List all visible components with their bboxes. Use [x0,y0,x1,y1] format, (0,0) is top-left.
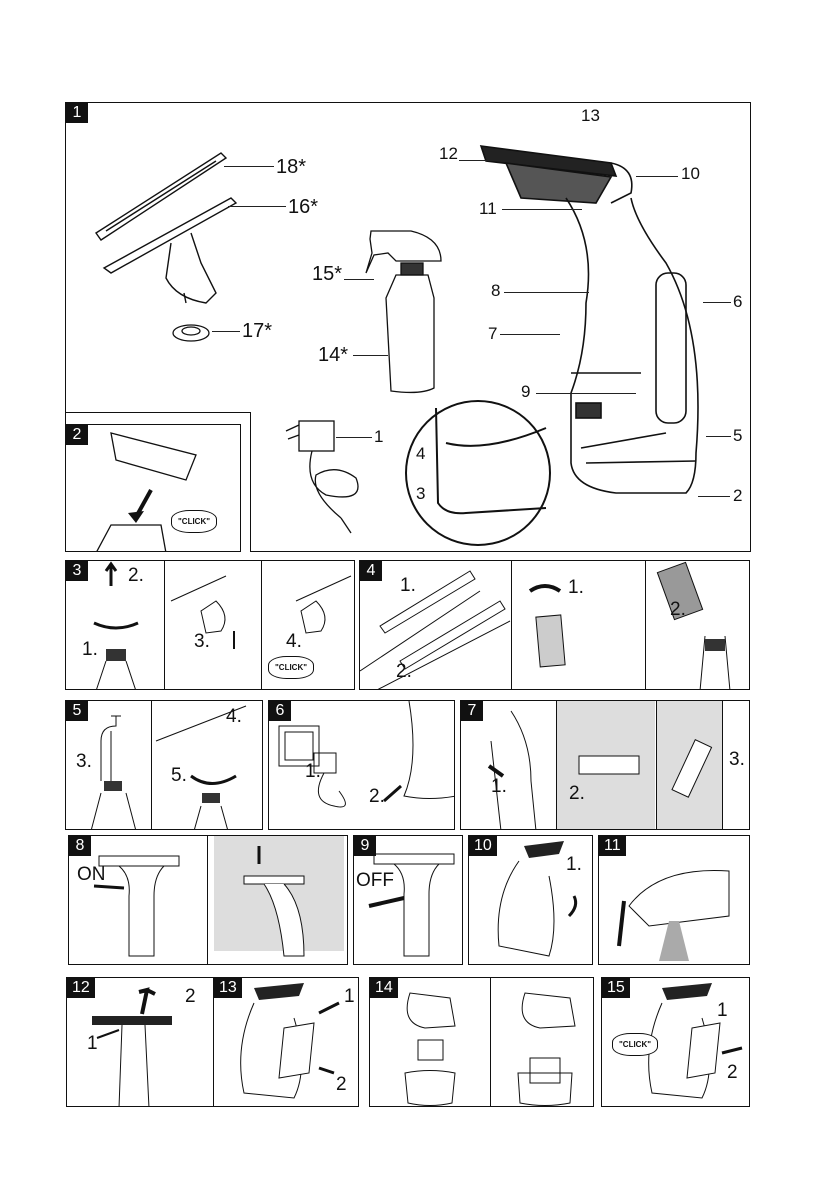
step-label: 2. [670,599,686,621]
part-label-15: 15* [312,265,342,283]
panel-4: 4 1. 2. 1. 2. [359,560,750,690]
microfiber-cloth-clip-icon [173,325,209,341]
part-label-16: 16* [288,198,318,216]
charging-illustration [269,701,455,830]
panel-5: 5 3. 4. 5. [65,700,263,830]
part-label-4: 4 [416,445,425,463]
detail-magnifier-circle [406,401,550,545]
part-label-17: 17* [242,322,272,340]
panel-1-border [65,412,251,413]
panel-7: 7 1. 2. 3. [460,700,750,830]
part-label-5: 5 [733,427,742,445]
part-label-1: 1 [374,428,383,446]
part-label-2: 2 [733,487,742,505]
panel-14: 14 [369,977,594,1107]
step-label: 4. [286,631,302,653]
step-label: 2. [128,565,144,587]
empty-tank-illustration [599,836,750,965]
switch-state-label: OFF [356,870,394,892]
click-sound-callout: "CLICK" [171,510,217,533]
step-label: 1 [717,1000,728,1022]
step-label: 2. [396,661,412,683]
part-label-10: 10 [681,165,700,183]
panel-1-border [250,412,251,552]
window-vacuum-device-icon [481,146,698,493]
step-label: 1. [400,575,416,597]
step-label: 1 [344,986,355,1008]
step-label: 2 [185,986,196,1008]
panel-3: 3 2. 1. 3. 4. "CLICK" [65,560,355,690]
step-label: 2. [569,783,585,805]
step-label: 5. [171,765,187,787]
part-label-9: 9 [521,383,530,401]
attach-cloth-illustration [360,561,750,690]
panel-9: 9 OFF [353,835,463,965]
panel-1-border [250,551,751,552]
step-label: 2 [336,1074,347,1096]
step-label: 2. [369,786,385,808]
switch-state-label: ON [77,864,106,886]
part-label-6: 6 [733,293,742,311]
part-label-12: 12 [439,145,458,163]
part-label-14: 14* [318,346,348,364]
step-label: 1. [305,761,321,783]
step-label: 1. [491,776,507,798]
step-label: 1. [566,854,582,876]
panel-6: 6 1. 2. [268,700,455,830]
panel-2: 2 "CLICK" [65,424,241,552]
panel-13: 13 1 2 [213,977,359,1107]
vacuum-on-illustration [69,836,348,965]
step-label: 3. [729,749,745,771]
part-label-3: 3 [416,485,425,503]
click-sound-callout: "CLICK" [268,656,314,679]
step-label: 3. [76,751,92,773]
panel-15: 15 "CLICK" 1 2 [601,977,750,1107]
vacuum-off-illustration [354,836,463,965]
panel-8: 8 ON [68,835,348,965]
step-label: 1 [87,1033,98,1055]
attach-squeegee-illustration [66,425,241,552]
step-label: 1. [568,577,584,599]
step-label: 4. [226,706,242,728]
part-label-7: 7 [488,325,497,343]
click-sound-callout: "CLICK" [612,1033,658,1056]
part-label-8: 8 [491,282,500,300]
part-label-18: 18* [276,158,306,176]
part-label-11: 11 [479,200,497,218]
part-label-13: 13 [581,107,600,125]
step-label: 3. [194,631,210,653]
spray-clean-illustration [461,701,750,830]
step-label: 2 [727,1062,738,1084]
panel-12: 12 1 2 [66,977,214,1107]
step-label: 1. [82,639,98,661]
panel-11: 11 [598,835,750,965]
spray-bottle-icon [366,231,441,392]
panel-10: 10 1. [468,835,593,965]
squeegee-attachment-icon [96,153,236,303]
tank-disassembly-illustration [370,978,594,1107]
